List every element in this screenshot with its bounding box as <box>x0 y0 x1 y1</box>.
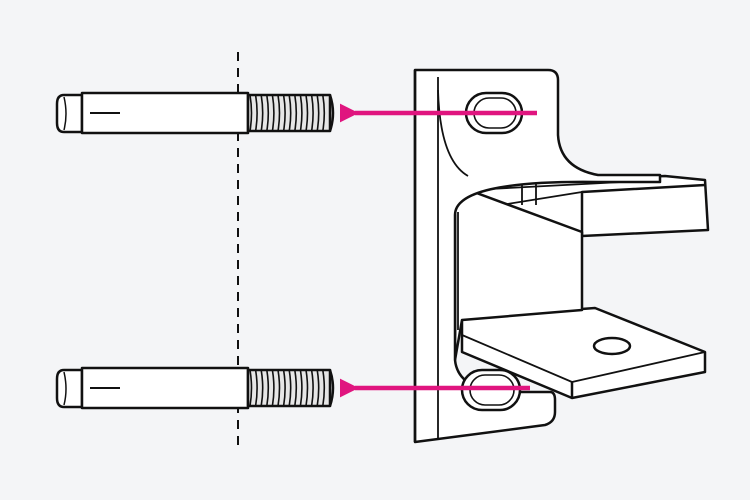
thread-ridge <box>294 94 298 132</box>
thread-ridge <box>294 369 298 407</box>
bracket-back-plate <box>413 68 662 444</box>
thread-ridge <box>249 369 253 407</box>
thread-ridge <box>305 369 309 407</box>
thread-ridge <box>305 94 309 132</box>
mounting-hole <box>592 336 632 356</box>
thread-ridge <box>266 369 270 407</box>
thread-ridge <box>282 94 286 132</box>
thread-ridge <box>260 369 264 407</box>
thread-ridges <box>249 369 335 407</box>
thread-ridge <box>322 369 326 407</box>
thread-ridge <box>322 94 326 132</box>
thread-ridge <box>316 369 320 407</box>
thread-ridge <box>260 94 264 132</box>
thread-ridge <box>299 369 303 407</box>
upper-anchor-bolt <box>55 91 335 135</box>
thread-end <box>328 369 335 407</box>
thread-ridge <box>271 369 275 407</box>
thread-ridge <box>271 94 275 132</box>
thread-ridge <box>282 369 286 407</box>
lower-arm-plate <box>460 306 707 400</box>
thread-ridge <box>254 94 258 132</box>
thread-ridge <box>249 94 253 132</box>
thread-ridge <box>288 369 292 407</box>
lower-anchor-bolt <box>55 366 335 410</box>
anchor-tip <box>55 93 84 134</box>
thread-ridge <box>310 369 314 407</box>
anchor-tip <box>55 368 84 409</box>
thread-ridge <box>299 94 303 132</box>
thread-ridge <box>254 369 258 407</box>
thread-ridge <box>277 94 281 132</box>
thread-ridge <box>316 94 320 132</box>
thread-ridge <box>310 94 314 132</box>
thread-ridge <box>277 369 281 407</box>
thread-end <box>328 94 335 132</box>
thread-ridges <box>249 94 335 132</box>
thread-ridge <box>288 94 292 132</box>
thread-ridge <box>266 94 270 132</box>
wall-bracket <box>413 68 710 444</box>
